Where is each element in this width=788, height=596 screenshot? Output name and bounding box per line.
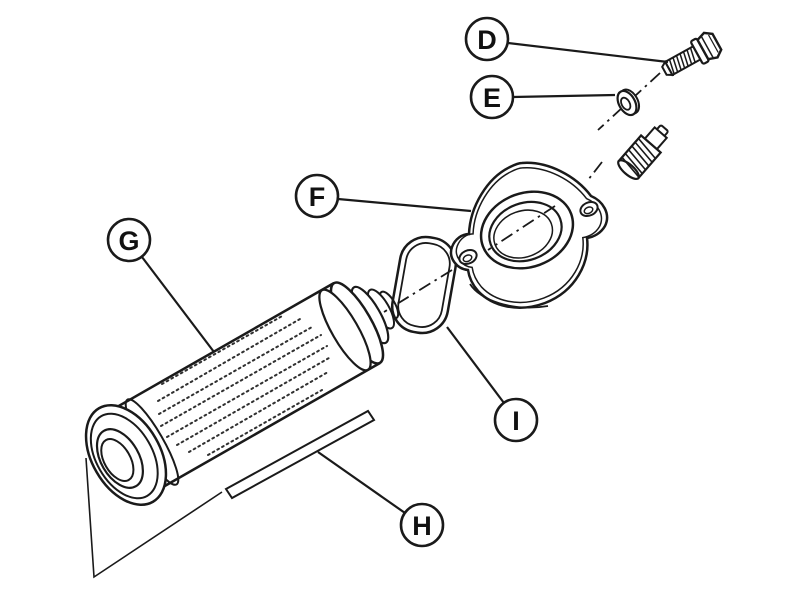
callout-circle-I bbox=[493, 397, 539, 443]
callout-label-F: F bbox=[309, 182, 326, 212]
callout-I: I bbox=[493, 397, 539, 443]
callout-H: H bbox=[399, 502, 445, 548]
flange-thickness-edge bbox=[469, 283, 549, 309]
strainer-top-edge bbox=[109, 281, 335, 413]
assembly-axis-segment-fitting bbox=[587, 161, 603, 181]
callout-E: E bbox=[469, 74, 515, 120]
leader-line-I bbox=[446, 326, 505, 404]
bolt-head-facet-2 bbox=[707, 34, 719, 53]
strainer-opening bbox=[95, 428, 144, 489]
leader-line-E bbox=[512, 93, 616, 99]
callout-circle-H bbox=[399, 502, 445, 548]
strainer-mesh-texture bbox=[157, 314, 330, 456]
strainer-open-end bbox=[84, 403, 168, 507]
part-rod bbox=[224, 409, 376, 500]
callout-circle-G bbox=[106, 217, 152, 263]
leader-line-D bbox=[507, 41, 669, 64]
callout-label-G: G bbox=[118, 226, 139, 256]
part-o-ring bbox=[390, 235, 458, 335]
strainer-inner-hole bbox=[100, 438, 135, 482]
fitting-end-face bbox=[617, 159, 641, 181]
callout-F: F bbox=[294, 173, 340, 219]
o-ring-inner bbox=[397, 242, 451, 328]
fitting-coil-texture bbox=[621, 137, 657, 178]
bolt-head-facet bbox=[700, 35, 714, 59]
o-ring-outer bbox=[390, 235, 458, 335]
callout-label-H: H bbox=[412, 511, 432, 541]
assembly-axis-segment-bolt bbox=[597, 72, 661, 131]
callout-label-E: E bbox=[483, 83, 501, 113]
leader-lines bbox=[141, 41, 669, 514]
flange-bolt-hole-lower bbox=[458, 248, 478, 266]
callout-circle-F bbox=[294, 173, 340, 219]
part-hex-bolt bbox=[661, 31, 723, 77]
leader-line-H bbox=[317, 451, 406, 514]
callout-G: G bbox=[106, 217, 152, 263]
strainer-body-fill bbox=[110, 283, 380, 491]
flange-inner-rim bbox=[455, 167, 603, 304]
strainer-bottom-edge bbox=[155, 361, 381, 493]
callout-circle-D bbox=[464, 16, 510, 62]
part-cover-flange bbox=[449, 161, 609, 309]
panel-outline bbox=[85, 457, 223, 579]
strainer-end-rim bbox=[89, 412, 159, 500]
leader-line-F bbox=[337, 197, 472, 213]
callout-label-I: I bbox=[512, 406, 520, 436]
bolt-threads bbox=[668, 47, 696, 75]
washer-hole bbox=[620, 96, 632, 111]
flange-opening-seat bbox=[493, 209, 554, 259]
callout-label-D: D bbox=[477, 25, 497, 55]
callout-circle-E bbox=[469, 74, 515, 120]
washer-front-face bbox=[616, 89, 638, 117]
part-union-fitting bbox=[617, 124, 669, 181]
bolt-tip bbox=[661, 59, 675, 77]
callout-D: D bbox=[464, 16, 510, 62]
part-strainer bbox=[84, 281, 400, 507]
part-washer bbox=[616, 88, 641, 117]
leader-line-G bbox=[141, 256, 215, 353]
flange-center-opening bbox=[479, 190, 575, 270]
flange-bolt-hole-upper bbox=[579, 200, 599, 218]
